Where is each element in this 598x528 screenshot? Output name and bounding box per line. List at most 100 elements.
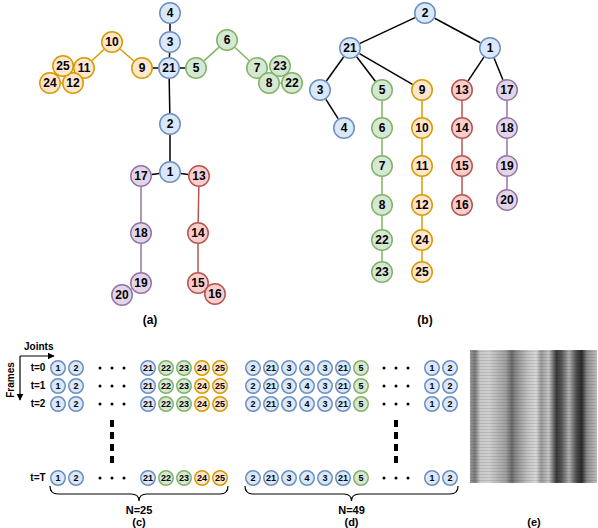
skeleton-bone (120, 49, 133, 61)
circle-shape (141, 361, 156, 376)
sequence-joint: 1 (50, 396, 66, 412)
circle-shape (160, 32, 181, 53)
circle-shape (452, 80, 473, 101)
joint-number: 2 (68, 470, 84, 486)
tree-node: 19 (496, 155, 518, 177)
sequence-joint: 23 (176, 396, 192, 412)
tree-edge (461, 101, 463, 117)
circle-shape (415, 3, 436, 24)
circle-shape (213, 361, 228, 376)
circle-shape (159, 58, 180, 79)
tree-node: 6 (371, 117, 393, 139)
traversal-joint: 21 (263, 378, 279, 394)
joint-number: 2 (442, 396, 458, 412)
circle-shape (497, 156, 518, 177)
joint-number: 21 (140, 360, 156, 376)
joint-circle: 4 (159, 2, 181, 24)
sequence-joint: 2 (68, 396, 84, 412)
circle-shape (412, 156, 433, 177)
tree-node: 11 (411, 155, 433, 177)
joint-number: 17 (496, 79, 518, 101)
traversal-joint: 3 (281, 470, 297, 486)
circle-shape (334, 118, 355, 139)
joint-number: 17 (130, 165, 152, 187)
joint-number: 23 (269, 55, 291, 77)
sequence-joint: 25 (212, 396, 228, 412)
circle-shape (412, 118, 433, 139)
axis-label: Frames (6, 362, 16, 398)
traversal-joint: 21 (263, 360, 279, 376)
circle-shape (310, 80, 331, 101)
joint-number: 5 (353, 470, 369, 486)
traversal-joint: 21 (263, 470, 279, 486)
sequence-joint: 1 (50, 360, 66, 376)
panel-label: (b) (417, 314, 432, 326)
tree-edge (381, 101, 383, 117)
joint-number: 13 (188, 165, 210, 187)
circle-shape (141, 379, 156, 394)
circle-shape (132, 58, 153, 79)
circle-shape (51, 361, 66, 376)
tree-node: 23 (371, 261, 393, 283)
circle-shape (159, 471, 174, 486)
joint-number: 1 (424, 378, 440, 394)
tree-node: 22 (371, 229, 393, 251)
tree-edge (506, 177, 508, 189)
circle-shape (282, 379, 297, 394)
joint-number: 5 (353, 396, 369, 412)
joint-number: 9 (411, 79, 433, 101)
joint-number: 21 (263, 378, 279, 394)
circle-shape (205, 284, 226, 305)
circle-shape (246, 397, 261, 412)
joint-circle: 2 (159, 113, 181, 135)
circle-shape (497, 118, 518, 139)
joint-number: 21 (158, 57, 180, 79)
sequence-joint: 24 (194, 378, 210, 394)
traversal-joint: 2 (245, 470, 261, 486)
circle-shape (336, 361, 351, 376)
sequence-joint: 24 (194, 360, 210, 376)
tree-edge (326, 57, 343, 81)
ellipsis-dots (384, 368, 408, 478)
circle-shape (336, 471, 351, 486)
traversal-joint: 5 (353, 396, 369, 412)
circle-shape (300, 397, 315, 412)
joint-number: 24 (194, 378, 210, 394)
tree-node: 12 (411, 194, 433, 216)
tree-node: 16 (451, 194, 473, 216)
skeleton-bone (140, 187, 142, 222)
joint-number: 2 (245, 396, 261, 412)
circle-shape (69, 379, 84, 394)
sequence-joint: 21 (140, 378, 156, 394)
circle-shape (452, 118, 473, 139)
joint-circle: 16 (204, 283, 226, 305)
circle-shape (160, 162, 181, 183)
tree-node: 5 (371, 79, 393, 101)
circle-shape (336, 397, 351, 412)
circle-shape (264, 471, 279, 486)
ellipsis-square (110, 444, 114, 451)
tree-edge (421, 251, 423, 261)
tree-node: 2 (414, 2, 436, 24)
circle-shape (264, 397, 279, 412)
tree-edge (461, 177, 463, 194)
joint-number: 2 (442, 360, 458, 376)
joint-number: 10 (411, 117, 433, 139)
joint-number: 3 (159, 31, 181, 53)
skeleton-bone (180, 67, 185, 69)
joint-number: 22 (371, 229, 393, 251)
sequence-joint: 24 (194, 396, 210, 412)
tree-edge (461, 139, 463, 155)
joint-number: 7 (371, 155, 393, 177)
circle-shape (318, 361, 333, 376)
joint-number: 21 (263, 360, 279, 376)
circle-shape (195, 397, 210, 412)
joint-number: 3 (281, 396, 297, 412)
tree-node: 24 (411, 229, 433, 251)
joint-number: 1 (424, 470, 440, 486)
circle-shape (131, 223, 152, 244)
circle-shape (443, 397, 458, 412)
vertical-ellipsis (110, 420, 398, 463)
sequence-joint: 25 (212, 360, 228, 376)
joint-number: 3 (317, 378, 333, 394)
